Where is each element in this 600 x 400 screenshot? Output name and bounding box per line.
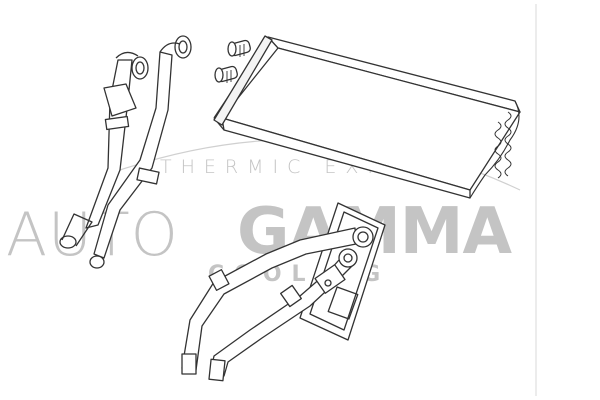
vertical-divider <box>535 4 537 396</box>
heater-core-icon <box>213 35 521 199</box>
pipe-lower-icon <box>181 226 374 382</box>
pipe-middle-icon <box>89 35 192 269</box>
pipe-left-icon <box>59 51 149 249</box>
